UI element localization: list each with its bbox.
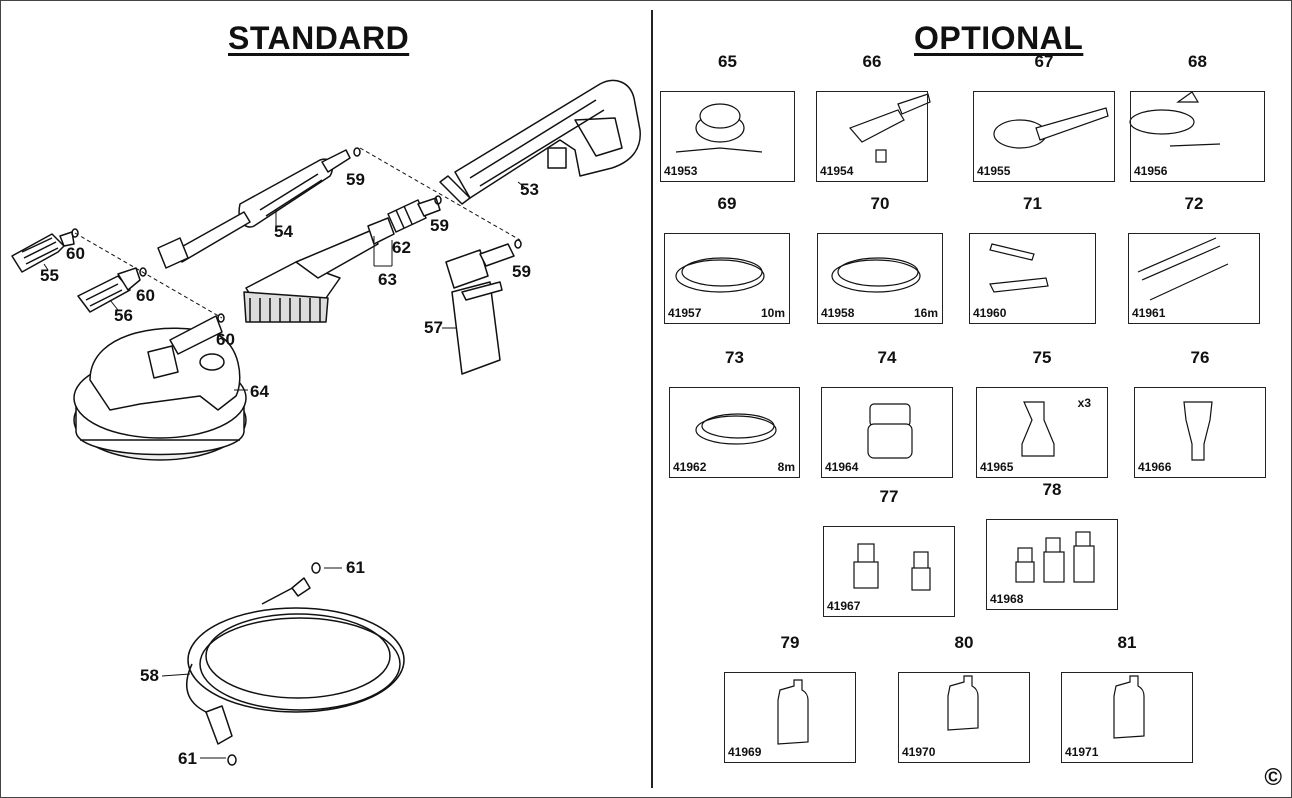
label-55: 55 [40, 266, 59, 285]
optional-item-box: 41964 [821, 387, 953, 478]
optional-item-box: 41966 [1134, 387, 1266, 478]
part-54-lance [157, 149, 351, 269]
label-60c: 60 [216, 330, 235, 349]
optional-item-number: 73 [725, 348, 744, 367]
label-57: 57 [424, 318, 443, 337]
optional-item-number: 71 [1023, 194, 1042, 213]
optional-item-code: 41965 [980, 460, 1014, 474]
optional-item-code: 41957 [668, 306, 702, 320]
o-rings [71, 147, 522, 766]
part-53-gun [439, 79, 641, 205]
label-61b: 61 [178, 749, 197, 768]
optional-item-length: 16m [913, 306, 938, 320]
label-59c: 59 [512, 262, 531, 281]
optional-item-code: 41968 [990, 592, 1024, 606]
heading-optional: OPTIONAL [914, 20, 1084, 56]
optional-item-number: 74 [877, 348, 897, 367]
optional-item-code: 41971 [1065, 745, 1099, 759]
optional-item-code: 41970 [902, 745, 936, 759]
optional-item-code: 41953 [664, 164, 698, 178]
label-59a: 59 [346, 170, 365, 189]
optional-item-code: 41969 [728, 745, 762, 759]
optional-item-length: 10m [760, 306, 785, 320]
label-53: 53 [520, 180, 539, 199]
copyright-mark: © [1264, 764, 1282, 791]
label-54: 54 [274, 222, 293, 241]
optional-item-code: 41967 [827, 599, 861, 613]
optional-item-number: 70 [870, 194, 890, 213]
label-56: 56 [114, 306, 133, 325]
optional-item-box: 41971 [1061, 672, 1193, 763]
label-59b: 59 [430, 216, 449, 235]
optional-item-code: 41955 [977, 164, 1011, 178]
optional-item-code: 41961 [1132, 306, 1166, 320]
heading-standard: STANDARD [228, 20, 410, 56]
optional-item-number: 81 [1117, 633, 1137, 652]
optional-item-box: 41961 [1128, 233, 1260, 324]
optional-item-code: 41964 [825, 460, 859, 474]
optional-item-number: 77 [879, 487, 899, 506]
label-60a: 60 [66, 244, 85, 263]
optional-item-number: 76 [1190, 348, 1210, 367]
label-61a: 61 [346, 558, 365, 577]
optional-item-number: 66 [862, 52, 882, 71]
part-58-hose [186, 577, 405, 745]
optional-item-box: 41960 [969, 233, 1096, 324]
optional-item-length: 8m [777, 460, 795, 474]
optional-item-quantity: x3 [1077, 396, 1091, 410]
optional-item-code: 41954 [820, 164, 854, 178]
optional-art [675, 91, 1229, 745]
part-57-bottle [445, 243, 515, 375]
label-60b: 60 [136, 286, 155, 305]
label-63: 63 [378, 270, 397, 289]
optional-item-code: 41958 [821, 306, 855, 320]
label-62: 62 [392, 238, 411, 257]
optional-item-number: 78 [1042, 480, 1062, 499]
optional-item-box: 41969 [724, 672, 856, 763]
optional-item-number: 67 [1034, 52, 1054, 71]
optional-item-code: 41956 [1134, 164, 1168, 178]
part-55-nozzle [11, 231, 75, 273]
part-62-adapter [387, 197, 441, 233]
optional-item-box: 41968 [986, 519, 1118, 610]
optional-item-box: 41957 10m [664, 233, 790, 324]
optional-item-number: 80 [954, 633, 974, 652]
label-64: 64 [250, 382, 269, 401]
label-leaders [43, 181, 529, 759]
optional-item-code: 41960 [973, 306, 1007, 320]
optional-item-code: 41962 [673, 460, 707, 474]
label-58: 58 [140, 666, 159, 685]
optional-item-code: 41966 [1138, 460, 1172, 474]
optional-item-number: 72 [1184, 194, 1204, 213]
optional-item-box: 41970 [898, 672, 1030, 763]
optional-item-box: 41965 x3 [976, 387, 1108, 478]
optional-item-box: 41955 [973, 91, 1115, 182]
optional-item-box: 41956 [1130, 91, 1265, 182]
part-56-nozzle [77, 267, 141, 313]
optional-item-number: 79 [780, 633, 800, 652]
optional-item-box: 41962 8m [669, 387, 800, 478]
optional-item-box: 41954 [816, 91, 928, 182]
optional-item-box: 41958 16m [817, 233, 943, 324]
part-63-brush [243, 217, 395, 323]
optional-item-box: 41953 [660, 91, 795, 182]
dashed-leaders [74, 147, 521, 319]
optional-item-number: 68 [1188, 52, 1207, 71]
optional-item-number: 65 [718, 52, 737, 71]
optional-item-number: 69 [717, 194, 737, 213]
optional-item-number: 75 [1032, 348, 1052, 367]
part-64-patio-cleaner [73, 315, 247, 461]
optional-item-box: 41967 [823, 526, 955, 617]
